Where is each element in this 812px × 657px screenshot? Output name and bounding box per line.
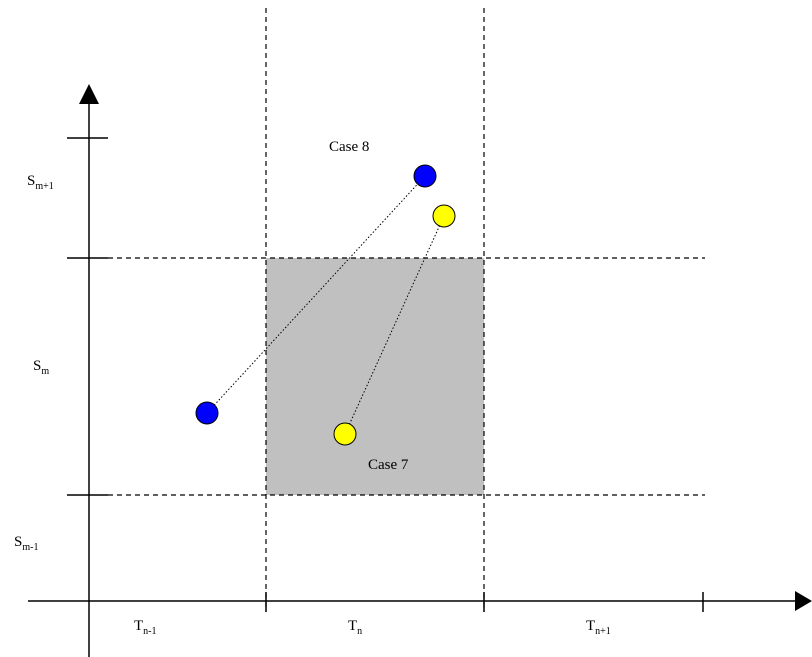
label-s-m-minus-1: Sm-1 xyxy=(14,534,38,553)
label-t-n-sub: n xyxy=(357,626,362,637)
highlighted-cell xyxy=(266,258,484,495)
case-8-label: Case 8 xyxy=(329,139,369,155)
label-t-n-plus-1-sub: n+1 xyxy=(595,626,611,637)
yellow-point-end xyxy=(432,204,456,228)
case-7-label: Case 7 xyxy=(368,457,409,473)
blue-point-end xyxy=(413,164,437,188)
trajectory-case7-connector xyxy=(344,215,445,435)
label-t-n-plus-1: Tn+1 xyxy=(586,618,611,637)
label-t-n-minus-1-sub: n-1 xyxy=(143,626,156,637)
label-t-n-plus-1-base: T xyxy=(586,618,595,634)
label-t-n-minus-1-base: T xyxy=(134,618,143,634)
label-s-m-plus-1: Sm+1 xyxy=(27,173,54,192)
label-s-m-minus-1-base: S xyxy=(14,534,22,550)
label-t-n: Tn xyxy=(348,618,362,637)
label-s-m-plus-1-sub: m+1 xyxy=(35,181,53,192)
label-s-m-minus-1-sub: m-1 xyxy=(22,542,38,553)
label-s-m-sub: m xyxy=(41,366,49,377)
trajectory-case8-connector xyxy=(206,175,426,414)
label-t-n-minus-1: Tn-1 xyxy=(134,618,157,637)
y-axis-arrowhead xyxy=(79,84,99,104)
x-axis-arrowhead xyxy=(795,591,812,611)
label-t-n-base: T xyxy=(348,618,357,634)
label-s-m-plus-1-base: S xyxy=(27,173,35,189)
yellow-point-start xyxy=(333,422,357,446)
label-s-m-base: S xyxy=(33,358,41,374)
label-s-m: Sm xyxy=(33,358,49,377)
blue-point-start xyxy=(195,401,219,425)
